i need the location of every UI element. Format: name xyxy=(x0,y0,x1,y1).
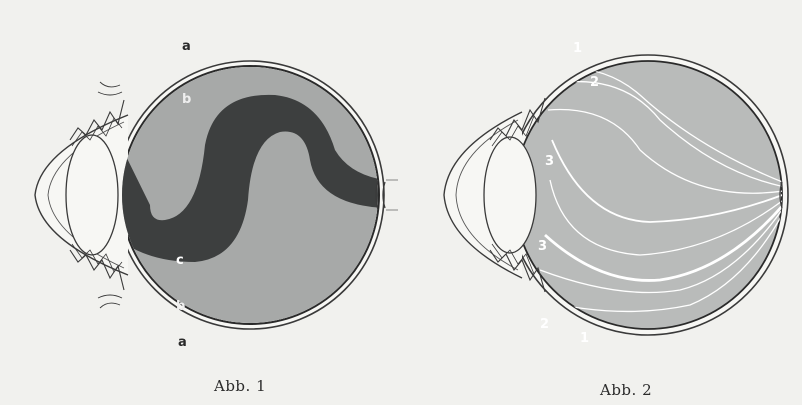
caption-figure-2: Abb. 2 xyxy=(600,381,652,399)
label-3-upper: 3 xyxy=(545,154,554,169)
eye-diagram-1: a b c b a xyxy=(35,39,400,350)
label-a-top: a xyxy=(182,39,191,54)
label-3-lower: 3 xyxy=(538,239,547,254)
label-c: c xyxy=(176,253,184,268)
eye-diagram-2: 1 2 3 3 2 1 xyxy=(444,41,790,346)
caption-figure-1: Abb. 1 xyxy=(214,377,266,395)
label-2-top: 2 xyxy=(590,75,599,90)
label-b-top: b xyxy=(182,92,191,107)
lens-1 xyxy=(66,135,118,255)
label-b-bottom: b xyxy=(176,299,185,314)
label-a-bottom: a xyxy=(178,335,187,350)
lens-2 xyxy=(484,137,536,253)
label-1-top: 1 xyxy=(573,41,582,56)
label-1-bottom: 1 xyxy=(580,331,589,346)
label-2-bottom: 2 xyxy=(540,317,549,332)
